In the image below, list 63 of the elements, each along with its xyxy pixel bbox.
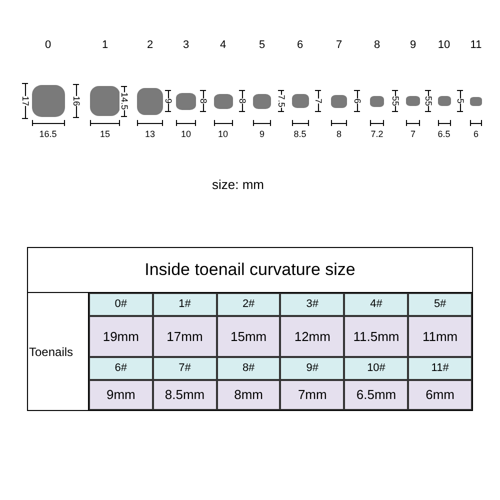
dimension-label: 14.5 bbox=[120, 92, 128, 110]
dimension-label: 7 bbox=[410, 130, 416, 139]
size-header-cell: 3# bbox=[281, 294, 344, 315]
measurement-cell: 7mm bbox=[281, 381, 344, 409]
size-number: 10 bbox=[438, 40, 450, 51]
size-header-cell: 1# bbox=[154, 294, 216, 315]
dimension-label: 10 bbox=[181, 130, 191, 139]
size-header-cell: 8# bbox=[218, 358, 280, 379]
dimension-label: 55 bbox=[390, 96, 400, 106]
dimension-label: 15 bbox=[100, 130, 110, 139]
size-number: 4 bbox=[220, 40, 226, 51]
dimension-label: 8 bbox=[238, 98, 246, 104]
dimension-label: 16 bbox=[72, 96, 80, 106]
dimension-label: 9 bbox=[260, 130, 264, 139]
dimension-label: 16.5 bbox=[39, 130, 57, 139]
measurement-cell: 11.5mm bbox=[345, 317, 408, 356]
dimension-label: 5 bbox=[456, 98, 464, 104]
dimension-label: 7.2 bbox=[370, 130, 384, 139]
size-header-cell: 4# bbox=[345, 294, 408, 315]
dimension-label: 8 bbox=[198, 98, 208, 104]
measurement-cell: 6mm bbox=[409, 381, 471, 409]
size-number: 3 bbox=[182, 40, 190, 51]
dimension-label: 9 bbox=[164, 98, 172, 104]
size-number: 7 bbox=[336, 40, 342, 51]
dimension-label: 13 bbox=[145, 130, 155, 139]
dimension-label: 6.5 bbox=[438, 130, 450, 139]
measurement-cell: 15mm bbox=[218, 317, 280, 356]
size-number: 0 bbox=[44, 40, 52, 51]
dimension-label: 7.5 bbox=[276, 94, 286, 108]
table-title: Inside toenail curvature size bbox=[144, 259, 356, 282]
dimension-label: 6 bbox=[474, 130, 478, 139]
size-header-cell: 0# bbox=[90, 294, 152, 315]
size-number: 9 bbox=[410, 40, 416, 51]
dimension-label: 7 bbox=[314, 98, 322, 104]
row-header: Toenails bbox=[28, 344, 74, 360]
measurement-cell: 9mm bbox=[90, 381, 152, 409]
size-header-cell: 2# bbox=[218, 294, 280, 315]
size-header-cell: 11# bbox=[409, 358, 471, 379]
size-number: 11 bbox=[470, 40, 482, 51]
measurement-cell: 17mm bbox=[154, 317, 216, 356]
dimension-label: 8 bbox=[336, 130, 342, 139]
size-header-cell: 6# bbox=[90, 358, 152, 379]
size-number: 8 bbox=[374, 40, 380, 51]
measurement-cell: 12mm bbox=[281, 317, 344, 356]
measurement-cell: 8.5mm bbox=[154, 381, 216, 409]
size-number: 1 bbox=[102, 40, 108, 51]
measurement-cell: 19mm bbox=[90, 317, 152, 356]
measurement-cell: 6.5mm bbox=[345, 381, 408, 409]
size-header-cell: 5# bbox=[409, 294, 471, 315]
size-header-cell: 10# bbox=[345, 358, 408, 379]
size-header-cell: 9# bbox=[281, 358, 344, 379]
size-number: 2 bbox=[146, 40, 154, 51]
dimension-label: 17 bbox=[20, 96, 30, 106]
dimension-label: 8.5 bbox=[294, 130, 306, 139]
measurement-cell: 8mm bbox=[218, 381, 280, 409]
size-header-cell: 7# bbox=[154, 358, 216, 379]
size-number: 5 bbox=[258, 40, 266, 51]
unit-note: size: mm bbox=[212, 178, 264, 191]
measurement-cell: 11mm bbox=[409, 317, 471, 356]
dimension-label: 55 bbox=[424, 96, 432, 106]
dimension-label: 10 bbox=[218, 130, 228, 139]
size-number: 6 bbox=[296, 40, 304, 51]
dimension-label: 6 bbox=[352, 98, 362, 104]
